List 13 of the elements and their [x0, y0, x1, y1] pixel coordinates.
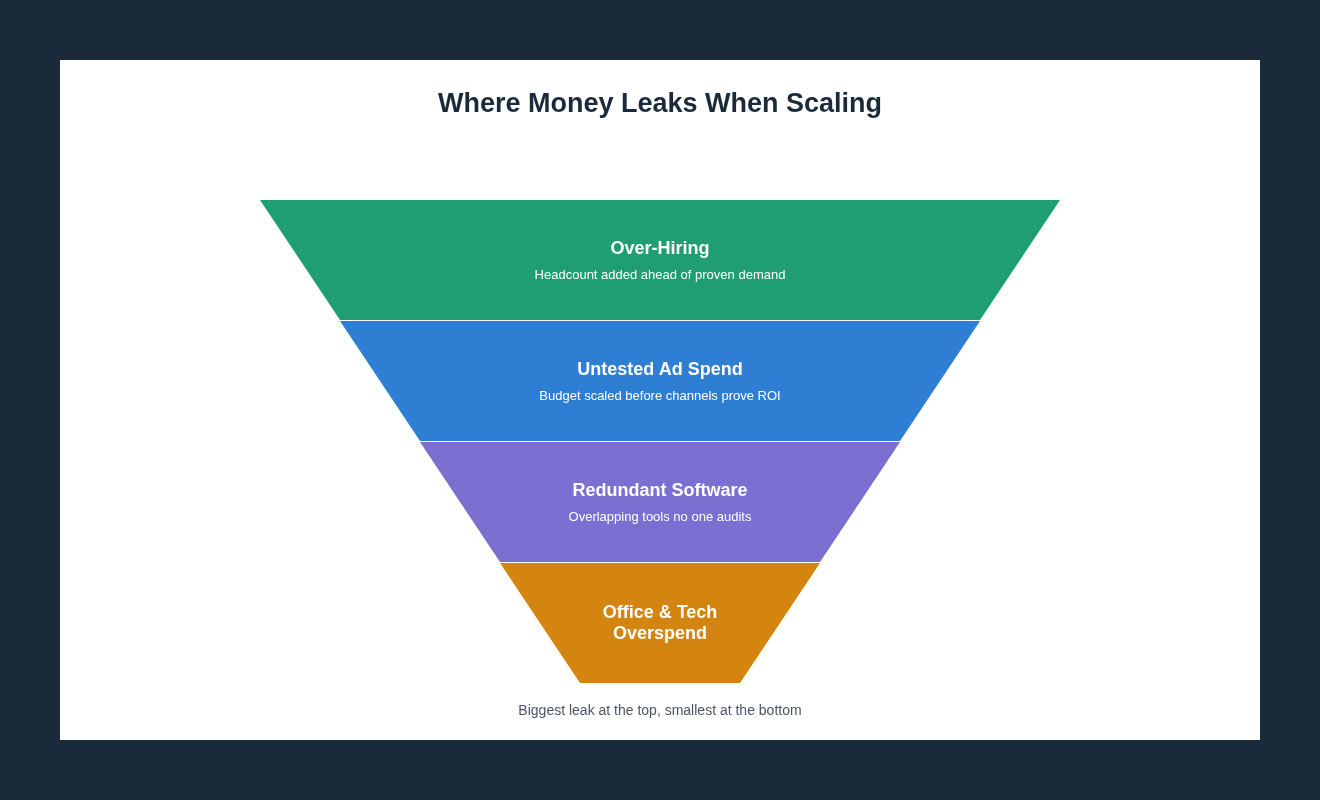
band-heading: Office & Tech Overspend	[601, 602, 719, 644]
funnel-band	[420, 442, 900, 562]
band-heading: Redundant Software	[572, 480, 748, 501]
funnel-band	[340, 321, 980, 441]
funnel-band	[500, 563, 820, 683]
band-heading: Untested Ad Spend	[577, 359, 743, 380]
band-heading: Over-Hiring	[610, 238, 710, 259]
funnel-band	[260, 200, 1060, 320]
caption: Biggest leak at the top, smallest at the bottom	[518, 702, 802, 718]
band-description: Budget scaled before channels prove ROI	[539, 388, 781, 403]
band-description: Overlapping tools no one audits	[568, 509, 752, 524]
band-description: Headcount added ahead of proven demand	[534, 267, 786, 282]
diagram-title: Where Money Leaks When Scaling	[437, 88, 883, 119]
